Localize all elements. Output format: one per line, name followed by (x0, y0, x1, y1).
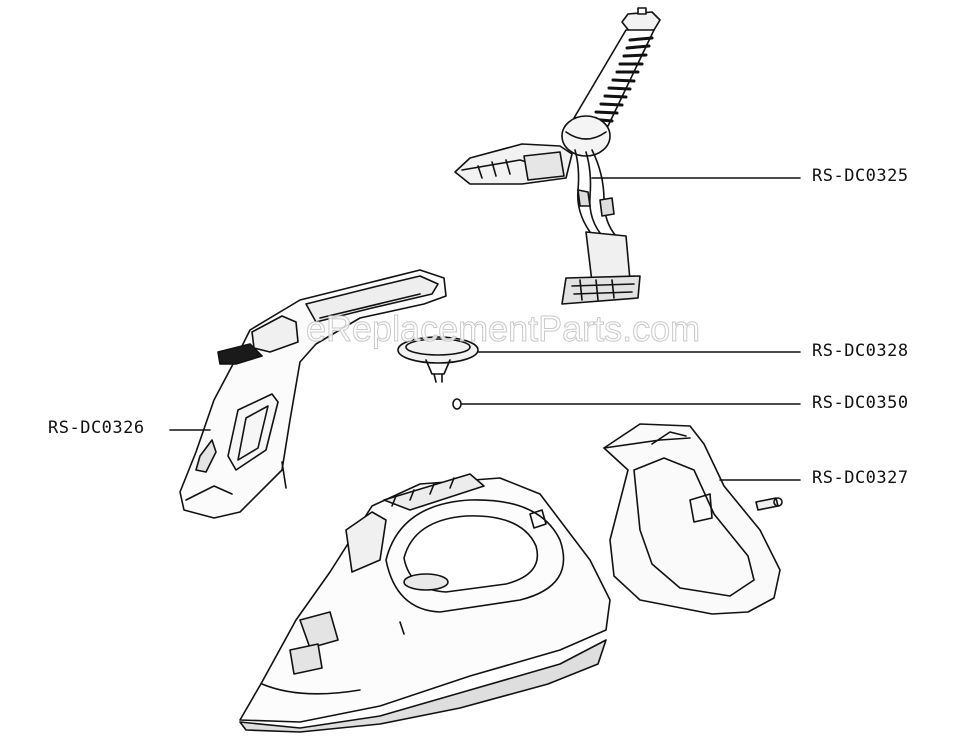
oring-part (452, 398, 801, 410)
iron-body (239, 473, 611, 733)
callout-label-rear: RS-DC0327 (812, 468, 909, 488)
handle-assembly (169, 269, 447, 519)
callout-label-oring: RS-DC0350 (812, 393, 909, 413)
callout-label-handle: RS-DC0326 (48, 418, 145, 438)
callout-label-hose: RS-DC0325 (812, 166, 909, 186)
disc-part (397, 336, 801, 383)
rear-cover-part (603, 423, 801, 615)
cord-hose-assembly (454, 7, 801, 305)
watermark-text: eReplacementParts.com (305, 308, 701, 350)
callout-label-disc: RS-DC0328 (812, 341, 909, 361)
